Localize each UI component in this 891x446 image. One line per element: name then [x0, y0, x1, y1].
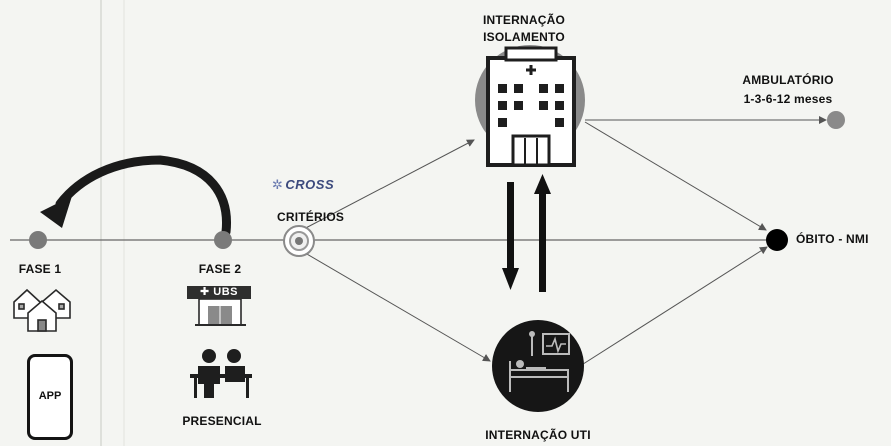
arrow-uti-to-obito	[579, 246, 768, 367]
app-label: APP	[38, 390, 62, 402]
presencial-label: PRESENCIAL	[182, 414, 262, 428]
ubs-badge: ✚ UBS	[187, 286, 251, 299]
curved-arrow-return	[40, 155, 231, 237]
arrow-to-uti	[299, 249, 491, 362]
cross-logo-icon: ✲	[272, 177, 284, 192]
internacao-isolamento-label: INTERNAÇÃO ISOLAMENTO	[483, 12, 565, 46]
ambulatorio-line2: 1-3-6-12 meses	[743, 92, 833, 106]
arrow-up-to-isolamento	[534, 174, 551, 292]
fase2-node	[214, 231, 232, 249]
internacao-isolamento-line1: INTERNAÇÃO	[483, 13, 565, 27]
ubs-text: UBS	[213, 286, 238, 298]
cross-logo-text: CROSS	[285, 177, 335, 192]
fase1-label: FASE 1	[18, 262, 62, 276]
fase1-node	[29, 231, 47, 249]
icu-bed-icon	[492, 320, 584, 412]
obito-label: ÓBITO - NMI	[796, 232, 869, 246]
ambulatorio-node	[827, 111, 845, 129]
arrow-to-isolamento	[299, 139, 475, 232]
cross-logo: ✲CROSS	[272, 177, 334, 193]
fase2-label: FASE 2	[198, 262, 242, 276]
arrow-isolamento-to-obito	[584, 121, 767, 231]
obito-node	[766, 229, 788, 251]
ambulatorio-line1: AMBULATÓRIO	[742, 73, 834, 87]
people-at-table-icon	[190, 349, 252, 398]
criterios-label: CRITÉRIOS	[277, 210, 345, 224]
smartphone-icon: APP	[27, 354, 73, 440]
internacao-uti-label: INTERNAÇÃO UTI	[485, 428, 591, 442]
hospital-building-icon	[475, 45, 585, 167]
ubs-clinic-icon	[195, 298, 246, 326]
internacao-isolamento-line2: ISOLAMENTO	[483, 30, 565, 44]
ambulatorio-label: AMBULATÓRIO 1-3-6-12 meses	[742, 71, 833, 109]
houses-icon	[13, 288, 71, 332]
criterios-node	[283, 225, 315, 257]
arrow-down-to-uti	[502, 182, 519, 290]
